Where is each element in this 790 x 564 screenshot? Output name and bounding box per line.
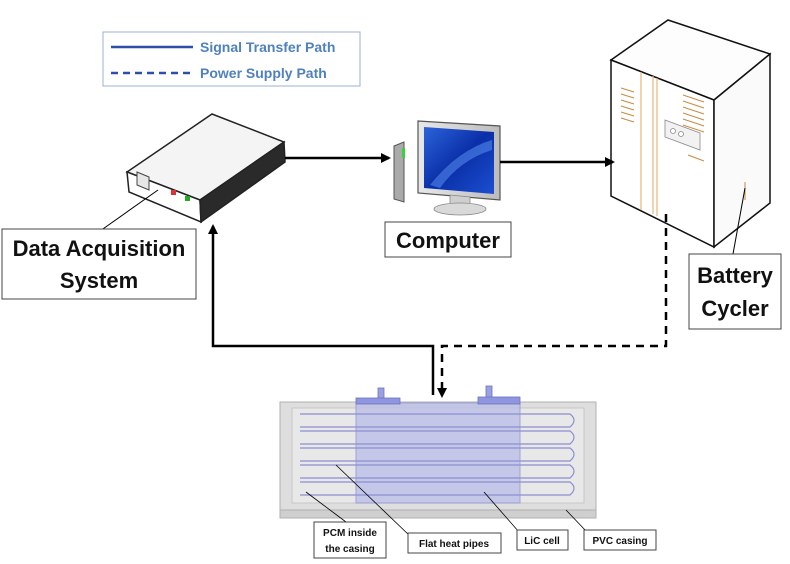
daq-led-red [171, 190, 176, 195]
pcm-label-line2: the casing [325, 544, 374, 555]
heat-pipe-1 [300, 413, 575, 428]
heat-pipes-label: Flat heat pipes [419, 539, 489, 550]
daq-device-icon [125, 113, 286, 224]
legend-box [102, 31, 361, 87]
cell-label: LiC cell [524, 536, 560, 547]
heat-pipes-leader [335, 464, 411, 537]
pcm-label-box [313, 521, 387, 559]
cycler-label-group: Battery Cycler [688, 187, 782, 330]
legend-signal-label: Signal Transfer Path [200, 39, 335, 55]
daq-led-green [185, 196, 190, 201]
legend: Signal Transfer Path Power Supply Path [102, 31, 361, 87]
legend-power-label: Power Supply Path [200, 65, 327, 81]
pvc-casing-front [279, 509, 597, 519]
heat-pipe-3 [300, 447, 575, 462]
cycler-label-leader [732, 187, 746, 255]
cycler-label-line2: Cycler [701, 296, 769, 321]
pcm-leader [305, 491, 347, 523]
heat-pipe-4 [300, 464, 575, 479]
cycler-to-module-power-path [437, 214, 668, 398]
connections [208, 153, 668, 398]
cycler-label-box [688, 253, 782, 330]
casing-label: PVC casing [592, 536, 647, 547]
pcm-label-line1: PCM inside [323, 528, 377, 539]
daq-label-line1: Data Acquisition [13, 236, 186, 261]
battery-module [279, 385, 597, 519]
lic-cell [355, 402, 521, 504]
cell-leader [483, 491, 520, 533]
heat-pipe-2 [300, 430, 575, 445]
casing-leader [565, 509, 587, 532]
cell-label-box [516, 529, 569, 551]
computer-label: Computer [396, 228, 500, 253]
computer-icon [393, 120, 501, 216]
module-to-daq-signal-path [208, 224, 435, 395]
daq-label-line2: System [60, 268, 138, 293]
heat-pipes-label-box [407, 532, 502, 554]
computer-label-box [384, 221, 512, 258]
daq-label-leader [99, 189, 159, 232]
casing-label-box [583, 529, 657, 551]
cell-top-bar-right [477, 396, 521, 405]
cycler-label-line1: Battery [697, 263, 774, 288]
daq-label-group: Data Acquisition System [1, 189, 197, 300]
battery-cycler-icon [609, 19, 772, 249]
cell-top-bar-left [355, 397, 401, 405]
module-labels: PCM inside the casing Flat heat pipes Li… [305, 464, 657, 559]
daq-label-box [1, 228, 197, 300]
heat-pipe-5 [300, 481, 575, 496]
computer-label-group: Computer [384, 221, 512, 258]
